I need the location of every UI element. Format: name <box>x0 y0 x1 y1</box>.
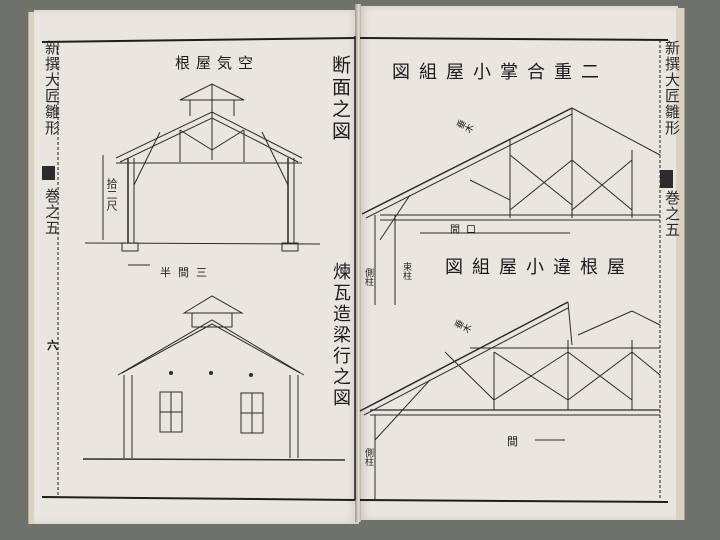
left-page-stack-edge <box>28 12 37 524</box>
right-page <box>358 6 678 520</box>
side-post-label: 側柱 <box>363 268 373 286</box>
brick-building-caption: 煉瓦造梁行之図 <box>330 262 351 409</box>
right-margin-black-mark <box>660 170 673 188</box>
left-margin-black-mark <box>42 166 55 180</box>
side-post-label-bottom: 側柱 <box>363 448 373 466</box>
right-page-stack-edge <box>676 8 685 520</box>
span-label-top: 間口 <box>450 225 482 236</box>
page-frames <box>41 36 669 503</box>
left-page <box>34 10 359 524</box>
double-rafter-truss-drawing <box>361 107 661 305</box>
left-margin-book-title: 新撰大匠雛形 <box>43 40 61 136</box>
stepped-roof-truss-caption: 屋根違小屋組図 <box>445 257 634 278</box>
double-rafter-truss-caption: 二重合掌小屋組図 <box>392 62 608 83</box>
strut-post-label: 束柱 <box>401 262 411 280</box>
height-dimension-label: 拾二尺 <box>105 178 118 211</box>
ventilated-roof-caption: 空気屋根 <box>175 54 260 72</box>
ventilated-roof-section-drawing <box>84 83 321 266</box>
span-label-bottom: 間 <box>507 435 518 448</box>
left-margin-volume: 巻之五 <box>43 188 61 236</box>
left-section-title: 断面之図 <box>329 55 351 143</box>
span-dimension-label: 三間半 <box>160 266 214 279</box>
right-margin-volume: 巻之五 <box>663 190 681 238</box>
brick-building-elevation-drawing <box>82 295 346 461</box>
left-page-number: 六 <box>47 339 58 352</box>
stepped-roof-truss-drawing <box>359 301 661 500</box>
right-margin-book-title: 新撰大匠雛形 <box>663 40 681 136</box>
book-gutter <box>355 4 361 522</box>
